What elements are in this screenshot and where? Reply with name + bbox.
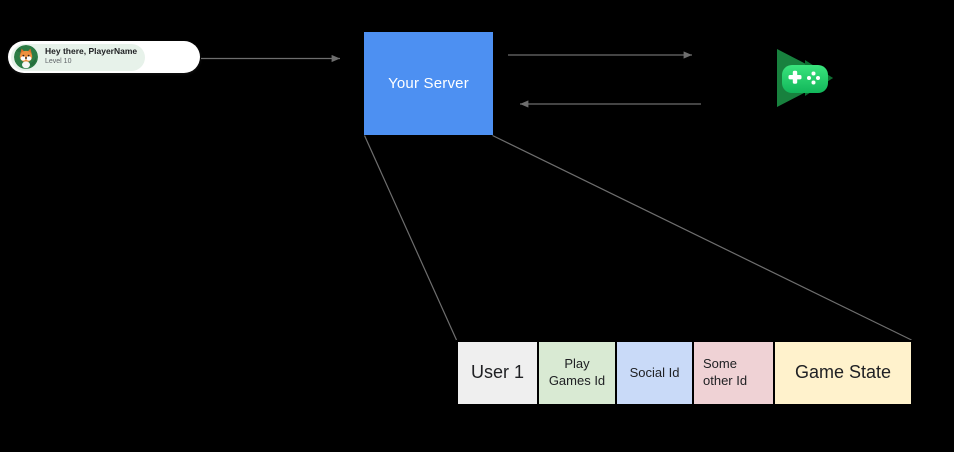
your-server-node: Your Server (364, 32, 493, 135)
edge-server-to-table-right-line (492, 134, 912, 341)
gamepad-body (782, 65, 828, 93)
fox-avatar-icon (14, 45, 38, 69)
button-top (811, 71, 816, 76)
your-server-label: Your Server (388, 75, 469, 92)
dpad-vertical (792, 70, 798, 84)
table-cell-play-games-id: Play Games Id (539, 342, 617, 404)
player-card-texts: Hey there, PlayerName Level 10 (45, 45, 138, 67)
player-card-level: Level 10 (45, 58, 72, 66)
google-play-games-icon (775, 48, 835, 108)
edge-server-to-table-left-line (363, 135, 458, 341)
table-cell-user: User 1 (458, 342, 539, 404)
button-left (807, 76, 811, 80)
player-card-title: Hey there, PlayerName (45, 45, 138, 56)
table-cell-social-id: Social Id (617, 342, 694, 404)
button-bottom (811, 80, 816, 85)
button-right (816, 76, 820, 80)
player-welcome-card: Hey there, PlayerName Level 10 (8, 41, 200, 73)
user-record-table: User 1 Play Games Id Social Id Some othe… (456, 340, 913, 406)
table-cell-game-state: Game State (775, 342, 911, 404)
table-cell-some-other-id: Some other Id (694, 342, 775, 404)
